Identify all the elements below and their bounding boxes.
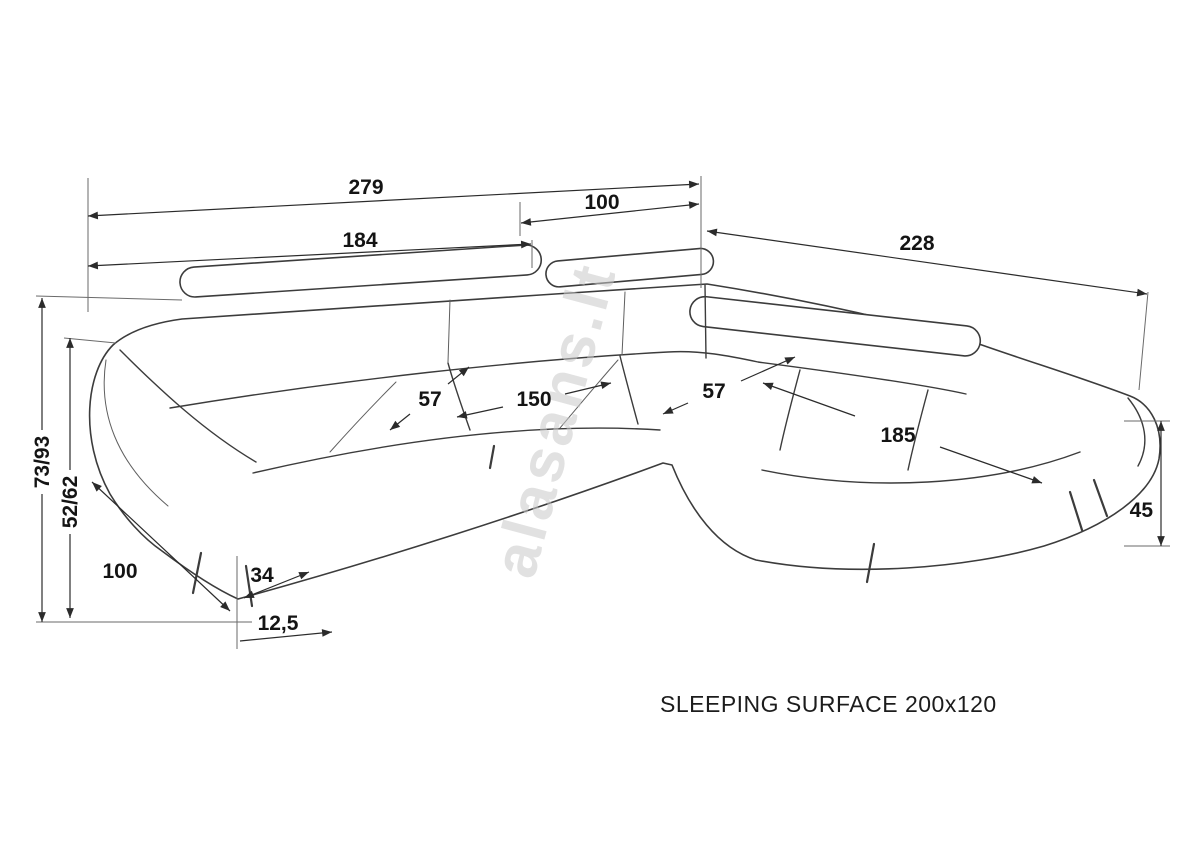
backrest-seat-seam [169,350,967,409]
leg-chaise-b [1092,478,1109,518]
dim-seat-height-label: 45 [1130,499,1154,522]
dim-total-height: 73/93 [31,298,54,622]
chaise-split-b [907,389,929,471]
dim-corner-section-width-label: 100 [584,191,619,214]
dim-corner-section-width: 100 [520,191,700,226]
dim-leg-inset: 34 [243,564,310,599]
leg-back [865,542,876,584]
dim-sofa-depth: 100 [91,481,231,612]
seat-split-left [447,362,471,431]
backrest-split-b [621,291,626,356]
dim-seat-length-label: 150 [516,388,551,411]
dim-seat-height: 45 [1130,421,1165,546]
dim-total-height-label: 73/93 [31,436,54,489]
dim-seat-depth-left-label: 57 [418,388,441,411]
dim-chaise-seat-length-label: 185 [880,424,915,447]
dim-chaise-seat-length: 185 [762,382,1043,484]
leg-chaise-a [1068,490,1084,532]
dim-arm-height: 52/62 [59,338,82,618]
headrest-roll-right [689,295,982,357]
caption-sleeping-surface: SLEEPING SURFACE 200x120 [660,691,997,717]
chaise-split-a [779,369,801,451]
dim-left-section-width-label: 184 [342,229,377,252]
dim-seat-length: 150 [456,381,612,419]
seat-split-corner [619,355,639,425]
dim-leg-inset-label: 34 [250,564,274,587]
chaise-roll-end-seam [1127,397,1146,467]
dim-seat-depth-corner: 57 [662,356,796,415]
dim-total-width-label: 279 [348,176,383,199]
sofa-drawing [88,244,1161,608]
seat-quilt-b [559,359,619,429]
dim-seat-depth-left: 57 [389,366,470,431]
backrest-split-a [447,299,451,363]
dim-leg-height: 12,5 [239,612,333,642]
dim-right-section-depth: 228 [706,228,1148,297]
dim-total-width: 279 [87,176,700,220]
seat-quilt-a [329,381,397,453]
chaise-front-seam [761,451,1081,484]
leg-middle [488,444,496,470]
dim-leg-height-label: 12,5 [258,612,299,635]
dim-seat-depth-corner-label: 57 [702,380,725,403]
seat-front-edge [252,427,661,474]
armrest-inner-edge [119,349,257,463]
dim-left-section-width: 184 [87,229,532,270]
dim-sofa-depth-label: 100 [102,560,137,583]
sofa-outline [88,283,1161,600]
dim-right-section-depth-label: 228 [899,232,934,255]
dim-arm-height-label: 52/62 [59,476,82,529]
corner-back-seam [704,284,707,359]
